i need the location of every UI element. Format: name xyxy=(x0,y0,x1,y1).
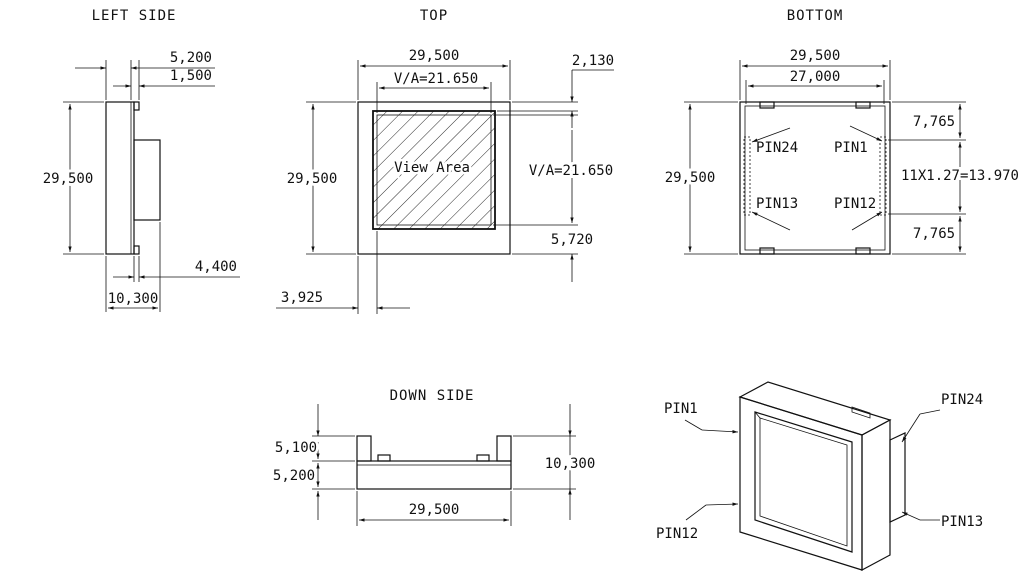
top-dim-2130: 2,130 xyxy=(572,53,614,69)
left-side-dim-10300: 10,300 xyxy=(108,291,159,307)
bottom-dim-7765-top: 7,765 xyxy=(913,114,955,130)
bottom-pin12-label: PIN12 xyxy=(834,196,876,212)
down-side-dim-5100: 5,100 xyxy=(275,440,317,456)
bottom-pin24-label: PIN24 xyxy=(756,140,798,156)
isometric-view: PIN1 PIN24 PIN12 PIN13 xyxy=(656,381,983,572)
top-outer-frame xyxy=(357,101,511,255)
bottom-dim-width-outer: 29,500 xyxy=(790,48,841,64)
top-title: TOP xyxy=(420,8,448,24)
bottom-dim-height: 29,500 xyxy=(665,170,716,186)
top-dim-5720: 5,720 xyxy=(551,232,593,248)
bottom-dim-pitch: 11X1.27=13.970 xyxy=(901,168,1019,184)
top-dim-3925: 3,925 xyxy=(281,290,323,306)
left-side-body xyxy=(105,101,135,255)
iso-pin1-label: PIN1 xyxy=(664,401,698,417)
iso-pin12-label: PIN12 xyxy=(656,526,698,542)
top-view: TOP View Area 29,500 V/A=21.650 2,130 V/… xyxy=(276,8,616,314)
down-side-body xyxy=(356,460,512,490)
top-view-area-label: View Area xyxy=(394,160,470,176)
top-dim-height: 29,500 xyxy=(287,171,338,187)
top-dim-width: 29,500 xyxy=(409,48,460,64)
down-side-pin-left xyxy=(356,435,372,462)
left-side-dim-4400: 4,400 xyxy=(195,259,237,275)
bottom-view: BOTTOM PIN24 PIN1 PIN13 PIN12 29,500 27,… xyxy=(662,8,1022,255)
bottom-pin1-label: PIN1 xyxy=(834,140,868,156)
down-side-dim-10300: 10,300 xyxy=(545,456,596,472)
down-side-view: DOWN SIDE 5,100 5,200 10,300 29,500 xyxy=(270,388,598,526)
bottom-title: BOTTOM xyxy=(787,8,844,24)
left-side-title: LEFT SIDE xyxy=(92,8,177,24)
left-side-connector xyxy=(133,139,161,221)
top-dim-va-v: V/A=21.650 xyxy=(529,163,613,179)
top-dim-va-h: V/A=21.650 xyxy=(394,71,478,87)
iso-pin24-label: PIN24 xyxy=(941,392,983,408)
bottom-pin13-label: PIN13 xyxy=(756,196,798,212)
down-side-title: DOWN SIDE xyxy=(390,388,475,404)
left-side-dim-height: 29,500 xyxy=(43,171,94,187)
left-side-view: LEFT SIDE 5,200 1,500 29,500 4,400 10,30… xyxy=(40,8,240,312)
pin-row-right xyxy=(879,136,887,216)
bottom-outer-frame xyxy=(739,101,891,255)
bottom-dim-width-inner: 27,000 xyxy=(790,69,841,85)
down-side-dim-width: 29,500 xyxy=(409,502,460,518)
down-side-pin-right xyxy=(496,435,512,462)
iso-pin13-label: PIN13 xyxy=(941,514,983,530)
left-side-dim-1500: 1,500 xyxy=(170,68,212,84)
bottom-dim-7765-bottom: 7,765 xyxy=(913,226,955,242)
left-side-dim-5200: 5,200 xyxy=(170,50,212,66)
top-view-area xyxy=(372,110,496,230)
pin-row-left xyxy=(743,136,751,216)
down-side-dim-5200: 5,200 xyxy=(273,468,315,484)
iso-connector xyxy=(889,432,906,523)
iso-front-face xyxy=(739,396,863,571)
